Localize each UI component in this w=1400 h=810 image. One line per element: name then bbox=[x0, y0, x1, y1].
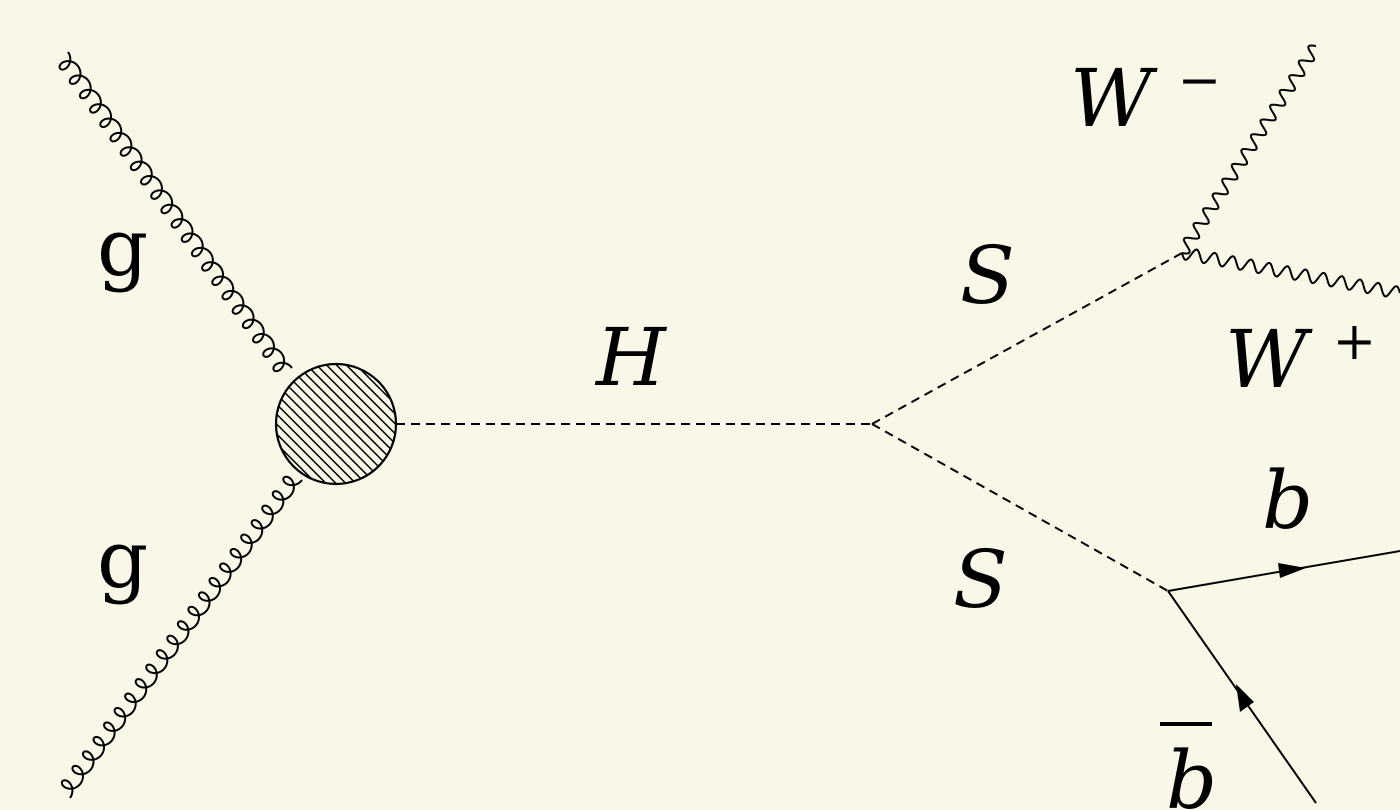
effective-vertex-blob bbox=[274, 362, 398, 486]
label-w-plus-sup: + bbox=[1333, 312, 1377, 372]
b-quark-arrow bbox=[1278, 563, 1306, 578]
label-w-minus-base: W bbox=[1070, 52, 1158, 145]
label-higgs: H bbox=[594, 311, 668, 404]
label-b-quark: b bbox=[1262, 454, 1313, 547]
w-plus-line bbox=[1181, 248, 1400, 298]
gluon-line-bottom bbox=[60, 475, 303, 799]
label-b-bar-quark: b bbox=[1166, 734, 1217, 810]
label-scalar-bottom: S bbox=[953, 533, 1008, 626]
b-bar-quark-arrow bbox=[1236, 684, 1254, 712]
scalar-line-bottom bbox=[871, 423, 1169, 592]
label-gluon-bottom: g bbox=[97, 513, 148, 606]
scalar-line-top bbox=[871, 252, 1183, 425]
gluon-line-top bbox=[58, 51, 293, 373]
label-w-minus: W − bbox=[1070, 51, 1221, 145]
label-w-plus: W + bbox=[1225, 312, 1376, 406]
w-minus-line bbox=[1181, 44, 1317, 255]
label-w-plus-base: W bbox=[1225, 313, 1313, 406]
label-scalar-top: S bbox=[960, 229, 1015, 322]
label-gluon-top: g bbox=[97, 201, 148, 294]
label-w-minus-sup: − bbox=[1178, 51, 1222, 111]
